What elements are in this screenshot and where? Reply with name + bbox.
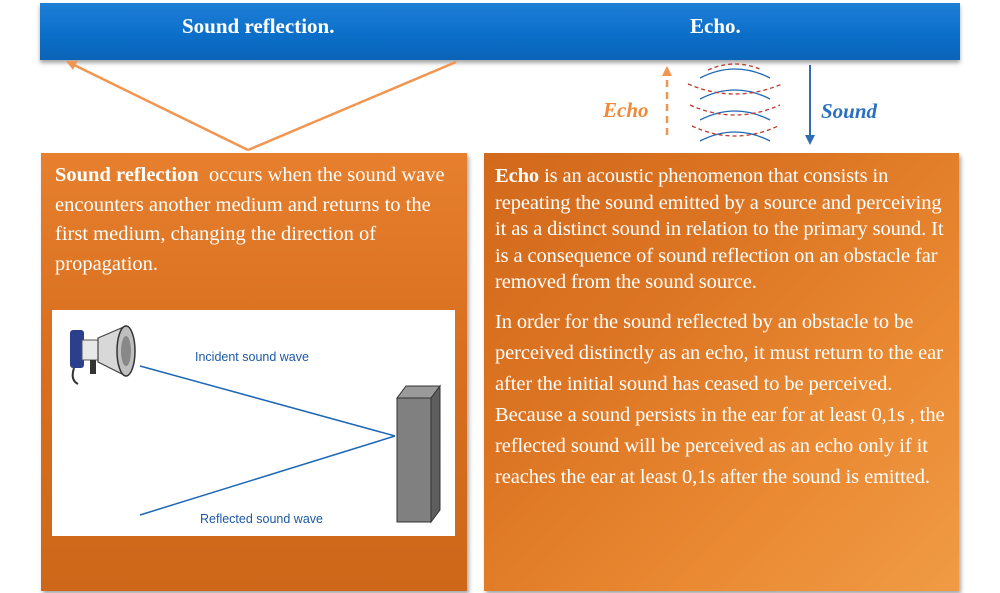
incident-wave-label: Incident sound wave: [195, 350, 309, 364]
arrow-line: [247, 60, 457, 152]
reflection-diagram: [70, 325, 441, 524]
incident-wave-line: [139, 365, 396, 437]
arrow-line: [66, 60, 249, 152]
echo-title: Echo.: [690, 14, 741, 38]
echo-term: Echo: [495, 165, 540, 187]
reflected-wave-label: Reflected sound wave: [200, 512, 323, 526]
wall-block-icon: [396, 384, 441, 524]
sound-label: Sound: [821, 99, 878, 123]
sound-reflection-title: Sound reflection.: [182, 14, 335, 38]
echo-condition: In order for the sound reflected by an o…: [495, 310, 945, 488]
reflection-figure: Incident sound wave Reflected sound wave: [52, 310, 455, 536]
sound-reflection-term: Sound reflection: [55, 164, 199, 186]
title-banner: Sound reflection. Echo.: [40, 3, 960, 60]
sound-reflection-definition: Sound reflection occurs when the sound w…: [55, 161, 455, 279]
echo-definition-text: is an acoustic phenomenon that consists …: [495, 165, 944, 293]
echo-label: Echo: [603, 98, 649, 122]
echo-box: Echo is an acoustic phenomenon that cons…: [484, 153, 959, 591]
megaphone-icon: [70, 325, 136, 385]
sound-reflection-text: occurs when the sound wave encounters an…: [55, 164, 445, 275]
reflected-wave-line: [139, 435, 396, 516]
echo-definition: Echo is an acoustic phenomenon that cons…: [495, 163, 945, 296]
wave-arcs-icon: [687, 63, 783, 142]
